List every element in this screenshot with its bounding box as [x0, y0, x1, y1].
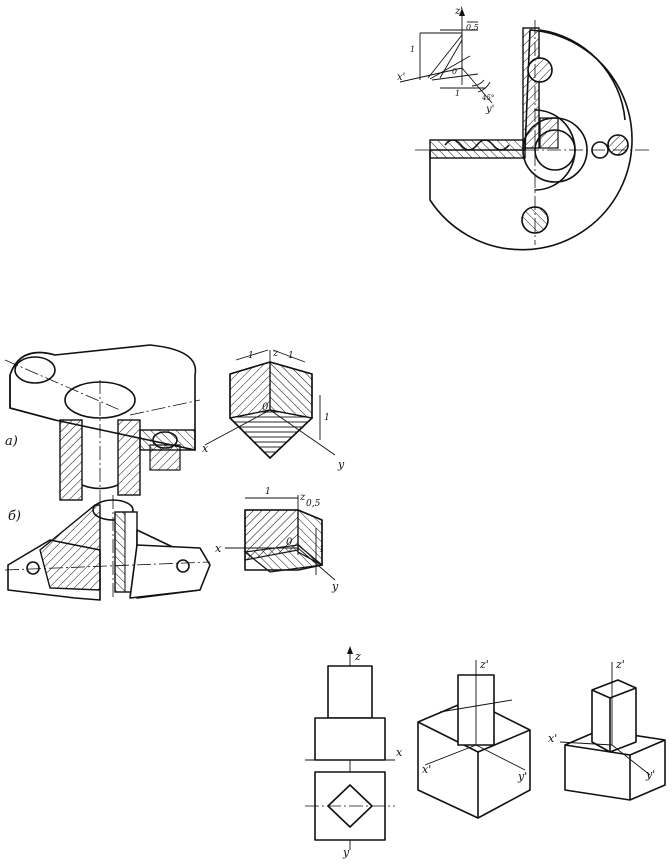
cube-b-dim1: 1 — [265, 487, 271, 497]
label-a: а) — [5, 434, 18, 449]
iso1-z: z' — [479, 658, 489, 671]
iso-view-2: z' x' y' — [548, 658, 666, 801]
top-right-figure: z' x' y' 0,5 1 1 0 45° — [397, 6, 650, 251]
iso2-z: z' — [615, 658, 625, 671]
cube-b-y: y — [331, 580, 339, 593]
axis-y-label: y' — [485, 104, 494, 115]
cube-a-x: x — [202, 442, 209, 455]
cube-a-dim1: 1 — [248, 351, 254, 361]
cutaway-disc — [415, 20, 650, 251]
ortho-y: y — [342, 846, 350, 859]
cube-a-dim2: 1 — [288, 351, 294, 361]
axes-construction: z' x' y' 0,5 1 1 0 45° — [397, 6, 494, 115]
iso1-y: y' — [517, 770, 527, 783]
cube-b: z x y 0 1 0,5 1 — [215, 487, 339, 593]
cube-a: z x y 0 1 1 1 — [202, 348, 345, 471]
ortho-z: z — [354, 650, 361, 663]
part-a-flange — [4, 344, 201, 505]
dim-05-label: 0,5 — [466, 23, 479, 32]
part-b-bracket — [4, 495, 211, 601]
cube-b-z: z — [299, 492, 306, 503]
cube-a-z: z — [272, 348, 279, 359]
label-b: б) — [8, 509, 21, 524]
orthographic-view: z x y — [305, 646, 403, 859]
dim-1-label: 1 — [410, 45, 415, 54]
cube-b-dim3: 1 — [319, 545, 325, 555]
cube-a-dim3: 1 — [324, 413, 330, 423]
iso2-x: x' — [548, 732, 557, 745]
iso2-y: y' — [645, 768, 655, 781]
origin-label: 0 — [452, 67, 457, 76]
cube-a-y: y — [337, 458, 345, 471]
cube-b-dim2: 0,5 — [306, 499, 321, 509]
axis-z-label: z' — [454, 6, 463, 17]
cube-b-origin: 0 — [286, 537, 293, 548]
ortho-x: x — [396, 746, 403, 759]
axis-x-label: x' — [397, 72, 405, 83]
iso-view-1: z' x' y' — [417, 658, 531, 819]
dim-1b-label: 1 — [455, 89, 460, 98]
angle-label: 45° — [481, 94, 494, 102]
iso1-x: x' — [422, 763, 431, 776]
cube-b-x: x — [215, 542, 222, 555]
cube-a-origin: 0 — [262, 402, 269, 413]
bottom-figures: z x y z' x' y' — [305, 646, 666, 859]
middle-figures: а) б) — [4, 344, 345, 601]
